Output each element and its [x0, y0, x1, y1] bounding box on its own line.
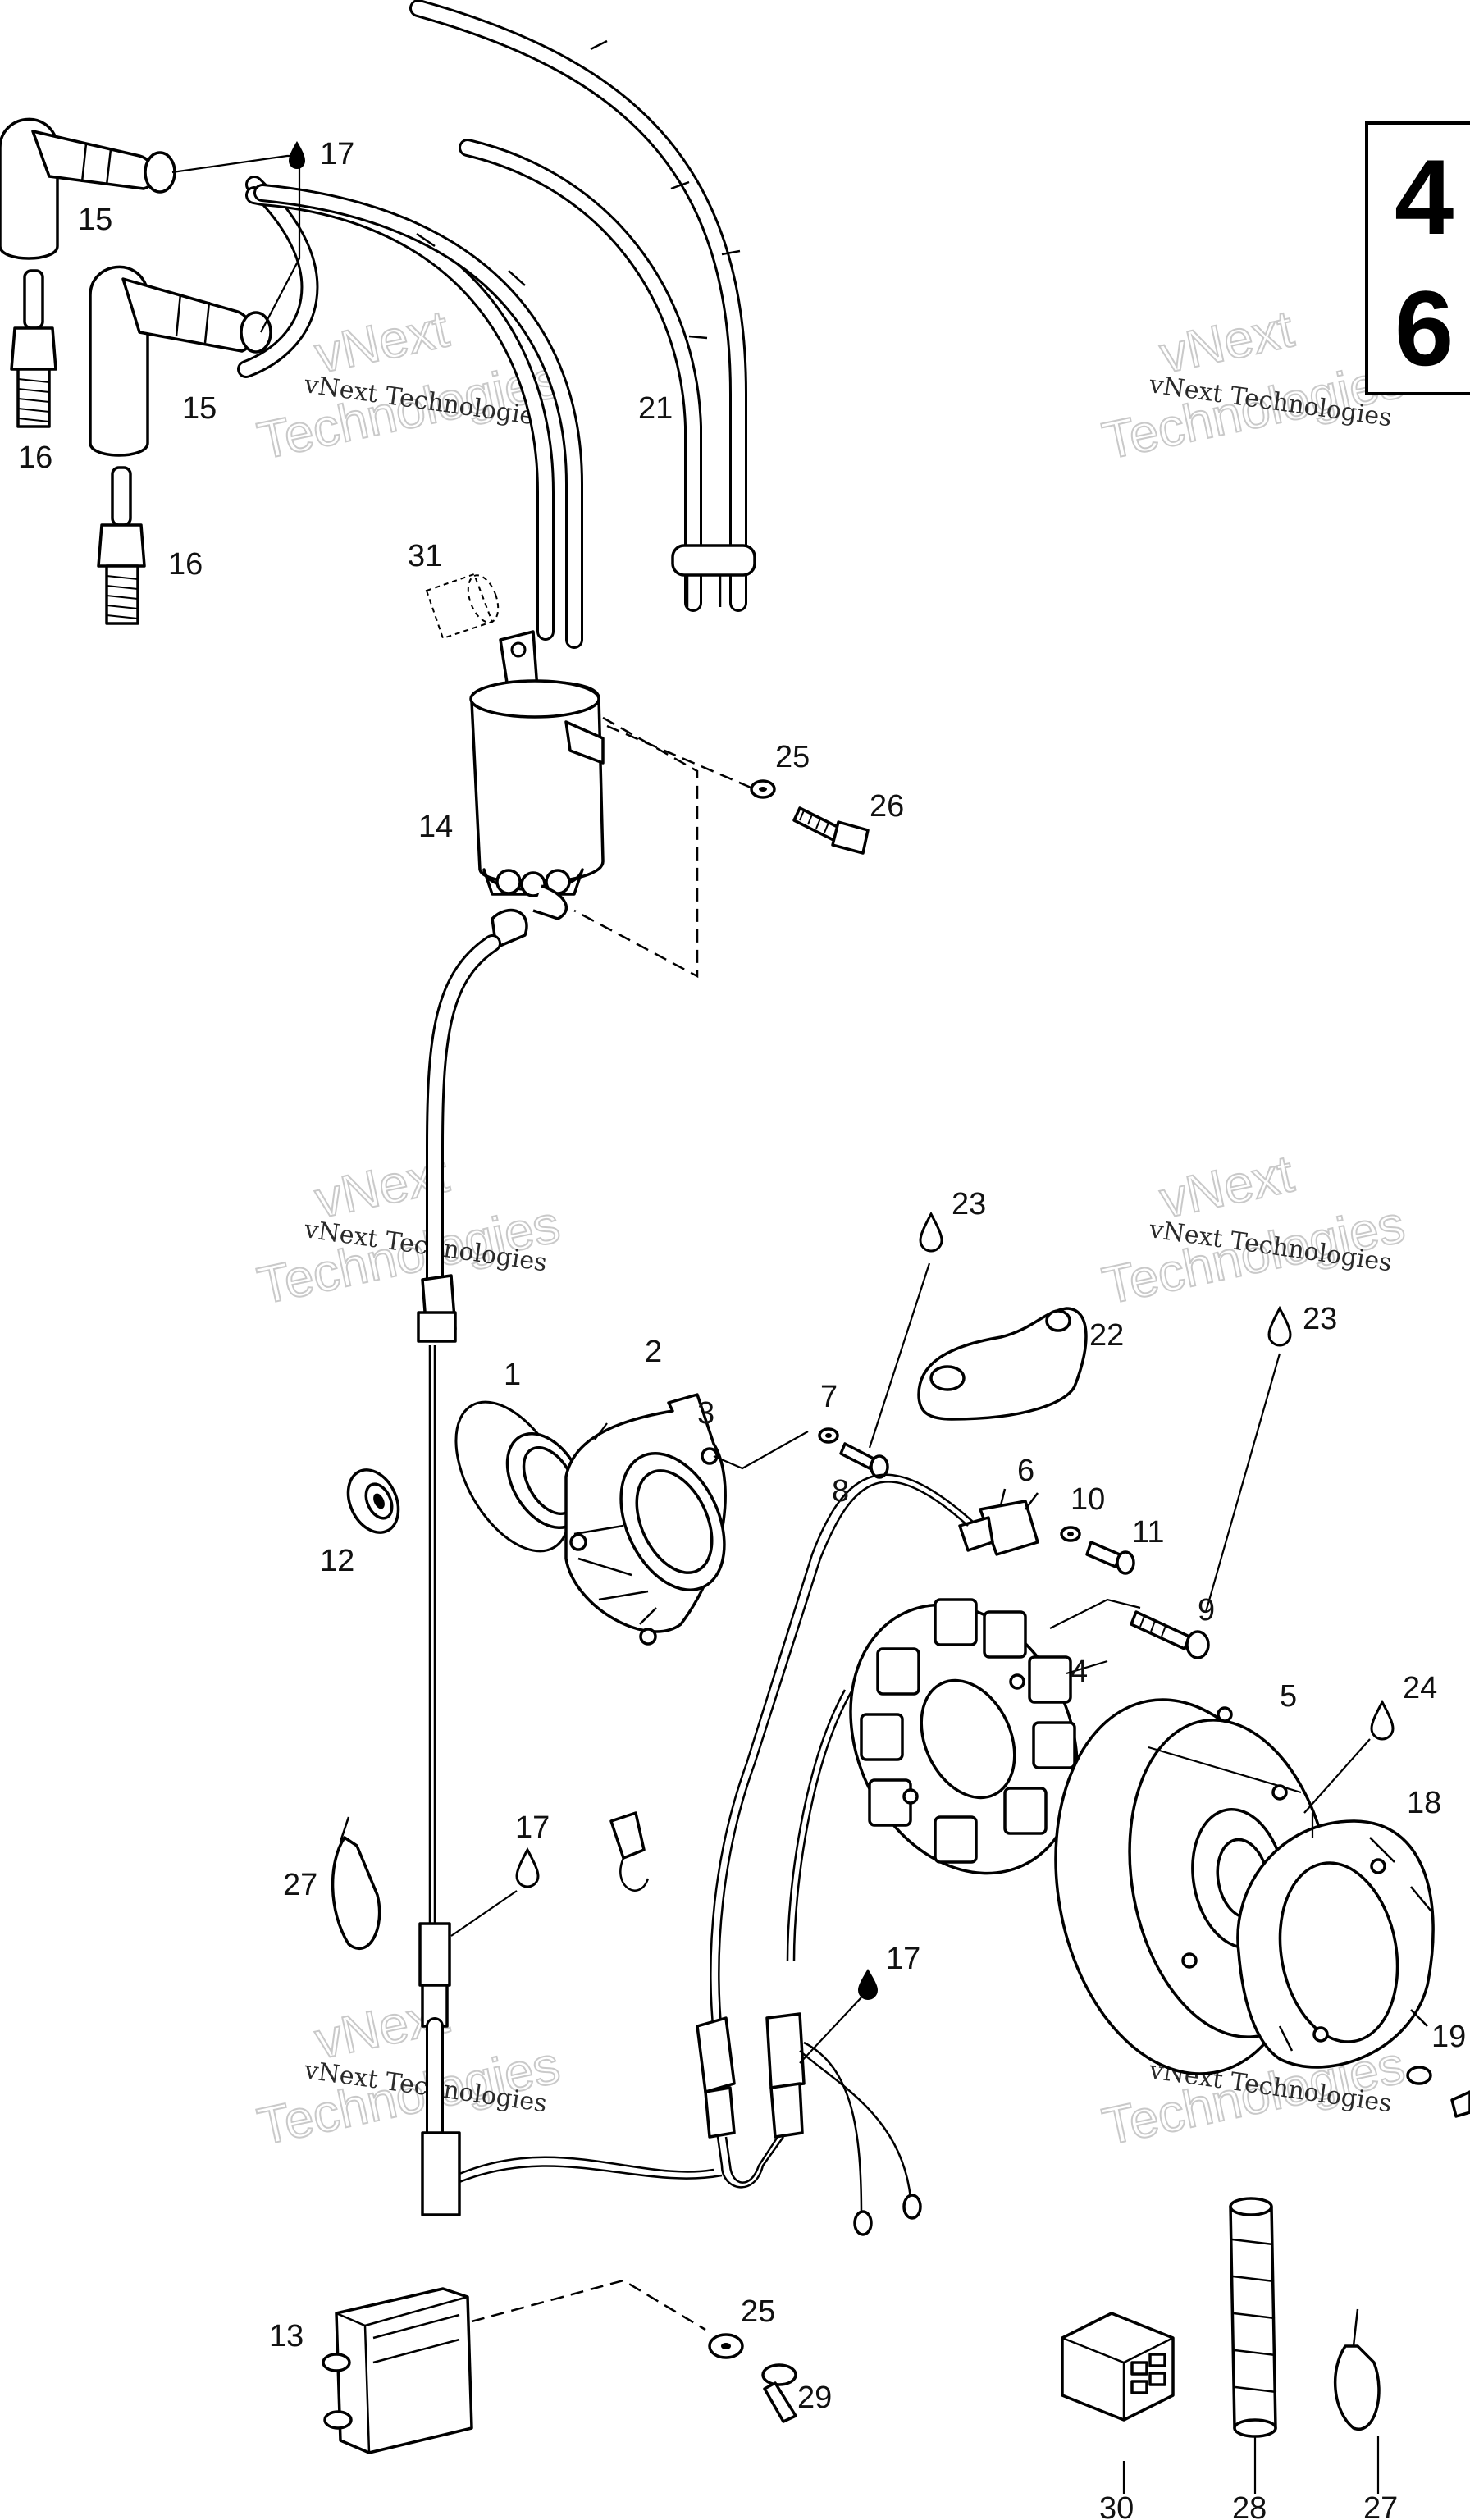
- washer-25-bottom: [708, 2333, 744, 2359]
- callout-21: 21: [638, 391, 673, 426]
- cdi-alignment-line: [471, 2279, 706, 2331]
- coil-alignment-lines: [573, 716, 756, 979]
- callout-17a: 17: [320, 137, 354, 171]
- callout-25a: 25: [775, 740, 810, 774]
- callout-1: 1: [504, 1358, 521, 1392]
- callout-28: 28: [1232, 2491, 1267, 2520]
- callout-31: 31: [408, 539, 442, 573]
- washer-25-top: [750, 779, 776, 799]
- stator-harness: [459, 1473, 974, 2236]
- callout-24: 24: [1403, 1671, 1437, 1705]
- bolt-29: [761, 2363, 797, 2423]
- washer-7: [818, 1427, 839, 1444]
- callout-19: 19: [1431, 2020, 1466, 2054]
- callout-25b: 25: [741, 2294, 775, 2329]
- watermark-mid-left: vNext Technologies vNext Technologies: [252, 1143, 565, 1316]
- harness-clip: [609, 1811, 650, 1892]
- svg-text:vNext: vNext: [1155, 299, 1299, 384]
- stator-housing-3: [564, 1393, 727, 1646]
- callout-4: 4: [1071, 1655, 1088, 1689]
- callout-26: 26: [870, 789, 904, 824]
- bolt-26: [792, 806, 870, 855]
- callout-12: 12: [320, 1544, 354, 1578]
- callout-8: 8: [832, 1474, 849, 1509]
- callout-6: 6: [1017, 1454, 1034, 1488]
- callout-27b: 27: [1363, 2491, 1398, 2520]
- tie-wrap-27-bottom: [1334, 2308, 1381, 2431]
- callout-27a: 27: [283, 1868, 317, 1902]
- page-number-box: 4 6: [1365, 121, 1470, 395]
- screw-8: [839, 1442, 889, 1479]
- callout-15b: 15: [182, 391, 217, 426]
- callout-5: 5: [1280, 1679, 1297, 1714]
- callout-23b: 23: [1303, 1302, 1337, 1336]
- callout-16b: 16: [168, 547, 203, 582]
- svg-text:vNext: vNext: [310, 299, 454, 384]
- starter-cup-18: [1236, 1819, 1435, 2069]
- housing-lead-3: [594, 1422, 809, 1470]
- spark-plug-left: [10, 269, 57, 428]
- callout-2: 2: [645, 1335, 662, 1369]
- ignition-coil: [469, 630, 605, 949]
- callout-30: 30: [1099, 2491, 1134, 2520]
- callout-17b: 17: [515, 1810, 550, 1845]
- washer-19: [1406, 2066, 1470, 2118]
- spark-plug-right: [97, 466, 146, 625]
- oil-seal-12: [346, 1468, 400, 1534]
- grease-drop-icon: [1370, 1699, 1395, 1741]
- screw-11: [1085, 1541, 1135, 1575]
- cdi-module: [322, 2287, 473, 2454]
- grease-lead-top: [171, 141, 305, 333]
- callout-18: 18: [1407, 1786, 1441, 1820]
- stator-4: [849, 1598, 1079, 1875]
- svg-text:4: 4: [1395, 137, 1454, 257]
- watermark-bottom-left: vNext Technologies vNext Technologies: [252, 1984, 565, 2157]
- cover-22: [917, 1307, 1088, 1421]
- coil-harness-wire: [417, 934, 501, 2216]
- connector-30: [1061, 2312, 1175, 2422]
- high-tension-wires: [237, 0, 756, 649]
- grease-drop-icon: [919, 1211, 943, 1253]
- callout-15a: 15: [78, 203, 112, 237]
- svg-text:6: 6: [1395, 268, 1454, 388]
- spark-plug-cap-right: [89, 265, 272, 457]
- callout-7: 7: [820, 1380, 838, 1414]
- callout-17c: 17: [886, 1942, 920, 1976]
- callout-23a: 23: [952, 1187, 986, 1221]
- callout-14: 14: [418, 810, 453, 844]
- grease-drop-icon: [1267, 1305, 1292, 1347]
- spark-plug-cap-left: [0, 117, 176, 260]
- callout-11: 11: [1132, 1515, 1164, 1550]
- callout-9: 9: [1198, 1593, 1215, 1628]
- sleeve-28: [1229, 2197, 1277, 2438]
- callout-22: 22: [1089, 1318, 1124, 1353]
- seal-2: [505, 1431, 586, 1530]
- watermark-top-right: vNext Technologies vNext Technologies: [1097, 298, 1410, 471]
- grease-drop-icon: [858, 1969, 878, 2000]
- callout-13: 13: [269, 2319, 304, 2353]
- watermark-mid-right: vNext Technologies vNext Technologies: [1097, 1143, 1410, 1316]
- tie-wrap-27-left: [331, 1816, 381, 1951]
- washer-10: [1060, 1526, 1081, 1542]
- callout-29: 29: [797, 2381, 832, 2415]
- callout-10: 10: [1071, 1482, 1105, 1517]
- callout-labels: 1 2 3 4 5 6 7 8 9 10 11 12 13 14 15 15 1…: [18, 137, 1466, 2520]
- callout-3: 3: [697, 1396, 714, 1431]
- callout-leader-lines: [450, 1262, 1380, 2494]
- grease-drop-icon: [515, 1847, 540, 1888]
- screw-9: [1049, 1598, 1210, 1659]
- callout-16a: 16: [18, 441, 52, 475]
- part-31-sleeve: [425, 573, 500, 640]
- svg-text:vNext: vNext: [1155, 1144, 1299, 1229]
